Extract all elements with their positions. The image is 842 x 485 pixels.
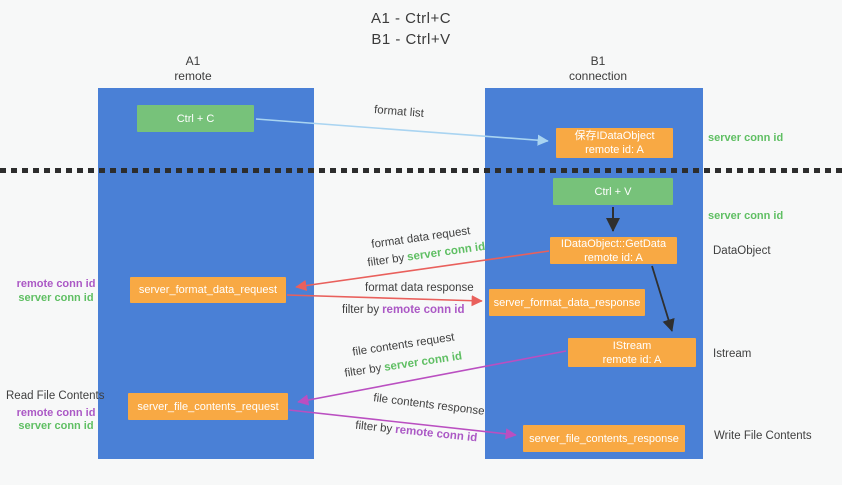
arrow-getdata-to-istream bbox=[651, 265, 675, 332]
filter-by-text: filter by bbox=[342, 304, 380, 316]
annotation-server-conn-id: server conn id bbox=[18, 292, 94, 304]
node-istream-line2: remote id: A bbox=[602, 353, 662, 366]
label-format-data-response: format data response bbox=[365, 282, 474, 294]
arrow-file-contents-request bbox=[297, 350, 567, 406]
title-line-1: A1 - Ctrl+C bbox=[370, 10, 452, 27]
arrow-format-data-response bbox=[286, 294, 483, 307]
arrow-format-list bbox=[255, 118, 549, 146]
annotation-file-conn-ids: remote conn id server conn id bbox=[14, 407, 98, 433]
node-save-idataobject-line1: 保存IDataObject bbox=[574, 130, 655, 142]
node-server-file-contents-response: server_file_contents_response bbox=[523, 425, 685, 452]
remote-conn-id-text: remote conn id bbox=[382, 304, 465, 316]
node-save-idataobject-line2: remote id: A bbox=[585, 144, 644, 156]
node-idataobject-getdata: IDataObject::GetData remote id: A bbox=[550, 237, 677, 264]
node-server-format-data-request: server_format_data_request bbox=[130, 277, 286, 303]
node-server-file-contents-request: server_file_contents_request bbox=[128, 393, 288, 420]
node-server-format-data-request-label: server_format_data_request bbox=[138, 284, 278, 296]
annotation-dataobject: DataObject bbox=[713, 245, 771, 257]
annotation-read-file-contents: Read File Contents bbox=[6, 390, 105, 402]
annotation-write-file-contents: Write File Contents bbox=[714, 430, 812, 442]
node-server-format-data-response-label: server_format_data_response bbox=[493, 296, 641, 309]
arrow-format-data-request bbox=[295, 250, 550, 292]
phase-separator-dotted-line bbox=[0, 168, 842, 173]
lane-b1-subtitle: connection bbox=[568, 69, 628, 83]
node-server-file-contents-request-label: server_file_contents_request bbox=[137, 400, 279, 413]
lane-a1-subtitle: remote bbox=[174, 69, 212, 83]
node-ctrl-c-label: Ctrl + C bbox=[176, 112, 215, 125]
annotation-server-conn-id-mid: server conn id bbox=[708, 210, 784, 222]
node-ctrl-c: Ctrl + C bbox=[137, 105, 254, 132]
node-idataobject-getdata-line2: remote id: A bbox=[584, 251, 643, 264]
node-save-idataobject: 保存IDataObject remote id: A bbox=[556, 128, 673, 158]
diagram-title: A1 - Ctrl+C B1 - Ctrl+V bbox=[311, 8, 511, 50]
node-istream: IStream remote id: A bbox=[568, 338, 696, 367]
title-line-2: B1 - Ctrl+V bbox=[371, 31, 451, 48]
node-ctrl-v: Ctrl + V bbox=[553, 178, 673, 205]
lane-a1-name: A1 bbox=[185, 54, 201, 68]
node-ctrl-v-label: Ctrl + V bbox=[594, 185, 632, 198]
annotation-server-conn-id: server conn id bbox=[18, 420, 94, 432]
annotation-istream: Istream bbox=[713, 348, 752, 360]
annotation-remote-conn-id: remote conn id bbox=[16, 407, 96, 419]
lane-a1-header: A1 remote bbox=[133, 54, 253, 84]
annotation-format-conn-ids: remote conn id server conn id bbox=[14, 277, 98, 305]
node-server-format-data-response: server_format_data_response bbox=[489, 289, 645, 316]
node-istream-line1: IStream bbox=[612, 339, 652, 352]
node-idataobject-getdata-line1: IDataObject::GetData bbox=[560, 237, 667, 250]
annotation-remote-conn-id: remote conn id bbox=[16, 278, 96, 290]
arrow-file-contents-response bbox=[288, 409, 517, 440]
lane-b1-name: B1 bbox=[590, 54, 606, 68]
node-server-file-contents-response-label: server_file_contents_response bbox=[529, 432, 679, 445]
lane-b1-header: B1 connection bbox=[538, 54, 658, 84]
annotation-server-conn-id-top: server conn id bbox=[708, 132, 784, 144]
